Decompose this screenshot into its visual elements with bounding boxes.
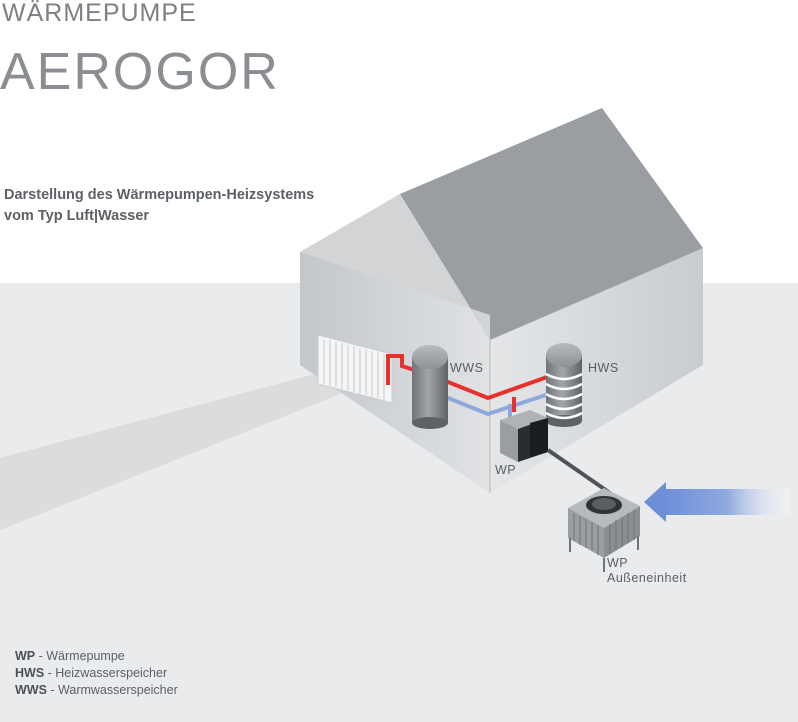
legend-abbr: WP: [15, 649, 36, 663]
description-line-1: Darstellung des Wärmepumpen-Heizsystems: [4, 187, 315, 203]
legend-text: - Warmwasserspeicher: [46, 683, 178, 697]
product-name: AEROGOR: [0, 43, 280, 101]
label-wp: WP: [495, 463, 517, 477]
label-outdoor-line-1: WP: [607, 556, 629, 570]
legend: WP - Wärmepumpe HWS - Heizwasserspeicher…: [15, 648, 178, 699]
air-flow-arrow: [644, 482, 790, 522]
legend-text: - Heizwasserspeicher: [44, 666, 168, 680]
outdoor-connection-pipe: [546, 448, 612, 495]
house-roof: [400, 108, 703, 340]
label-hws: HWS: [588, 361, 619, 375]
diagram-description: Darstellung des Wärmepumpen-Heizsystems …: [4, 185, 314, 227]
radiator: [317, 334, 393, 404]
legend-text: - Wärmepumpe: [35, 649, 125, 663]
house-roof-edge: [300, 194, 490, 340]
legend-abbr: HWS: [15, 666, 45, 680]
ground-path: [0, 370, 360, 530]
description-line-2: vom Typ Luft|Wasser: [4, 208, 150, 224]
label-outdoor-unit: WP Außeneinheit: [607, 556, 687, 586]
label-wws: WWS: [450, 361, 484, 375]
label-outdoor-line-2: Außeneinheit: [607, 571, 687, 585]
legend-item: HWS - Heizwasserspeicher: [15, 665, 178, 682]
legend-item: WWS - Warmwasserspeicher: [15, 682, 178, 699]
wws-tank: [412, 345, 448, 429]
legend-abbr: WWS: [15, 683, 47, 697]
heat-pump-indoor-unit: [500, 410, 548, 462]
legend-item: WP - Wärmepumpe: [15, 648, 178, 665]
heat-pump-outdoor-unit: [568, 488, 640, 572]
product-category: WÄRMEPUMPE: [2, 0, 197, 27]
hws-tank: [545, 343, 583, 427]
